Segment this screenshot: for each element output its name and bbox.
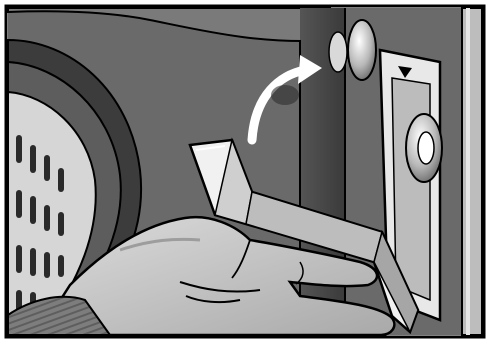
latch-illustration <box>0 0 490 343</box>
illustration-frame <box>0 0 490 343</box>
